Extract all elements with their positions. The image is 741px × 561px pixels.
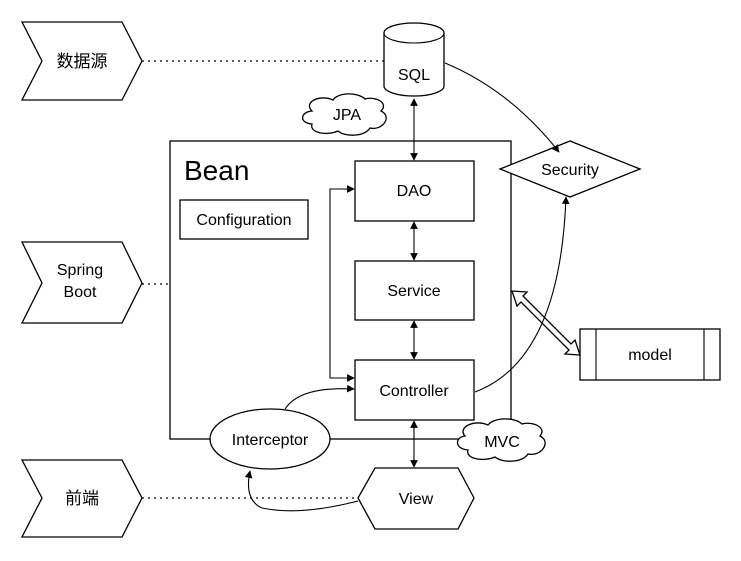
frontend-label: 前端	[65, 489, 99, 508]
dao-label: DAO	[397, 183, 432, 200]
spring-boot-node: Spring Boot	[20, 241, 143, 324]
controller-dao-loop-arrow	[329, 185, 355, 382]
configuration-box	[179, 199, 309, 240]
interceptor-label: Interceptor	[232, 432, 309, 449]
service-box	[354, 260, 475, 321]
bean-title: Bean	[184, 155, 249, 186]
interceptor-ellipse	[209, 408, 331, 470]
controller-box	[354, 359, 475, 421]
interceptor-controller-arrow	[284, 384, 355, 410]
view-label: View	[399, 491, 434, 508]
sql-security-arrow	[444, 62, 560, 153]
security-label: Security	[541, 162, 599, 179]
model-node: model	[579, 328, 721, 381]
sql-label: SQL	[398, 67, 430, 84]
mvc-label: MVC	[484, 434, 520, 451]
configuration-label: Configuration	[196, 212, 291, 229]
view-node: View	[357, 467, 475, 530]
model-label: model	[628, 347, 672, 364]
spring-boot-label-line1: Spring	[57, 262, 103, 279]
frontend-node: 前端	[20, 459, 143, 538]
service-label: Service	[387, 283, 440, 300]
view-interceptor-arrow	[244, 470, 359, 512]
jpa-cloud: JPA	[301, 93, 387, 136]
jpa-label: JPA	[333, 107, 361, 124]
controller-label: Controller	[379, 383, 449, 400]
datasource-node: 数据源	[20, 21, 143, 101]
sql-database-icon: SQL	[383, 22, 445, 97]
mvc-cloud: MVC	[456, 418, 546, 462]
security-node: Security	[498, 140, 642, 198]
datasource-label: 数据源	[57, 52, 108, 71]
bean-model-hollow-arrow	[511, 290, 581, 356]
controller-security-arrow	[474, 196, 570, 393]
dao-box	[354, 160, 475, 222]
spring-boot-label-line2: Boot	[64, 284, 97, 301]
